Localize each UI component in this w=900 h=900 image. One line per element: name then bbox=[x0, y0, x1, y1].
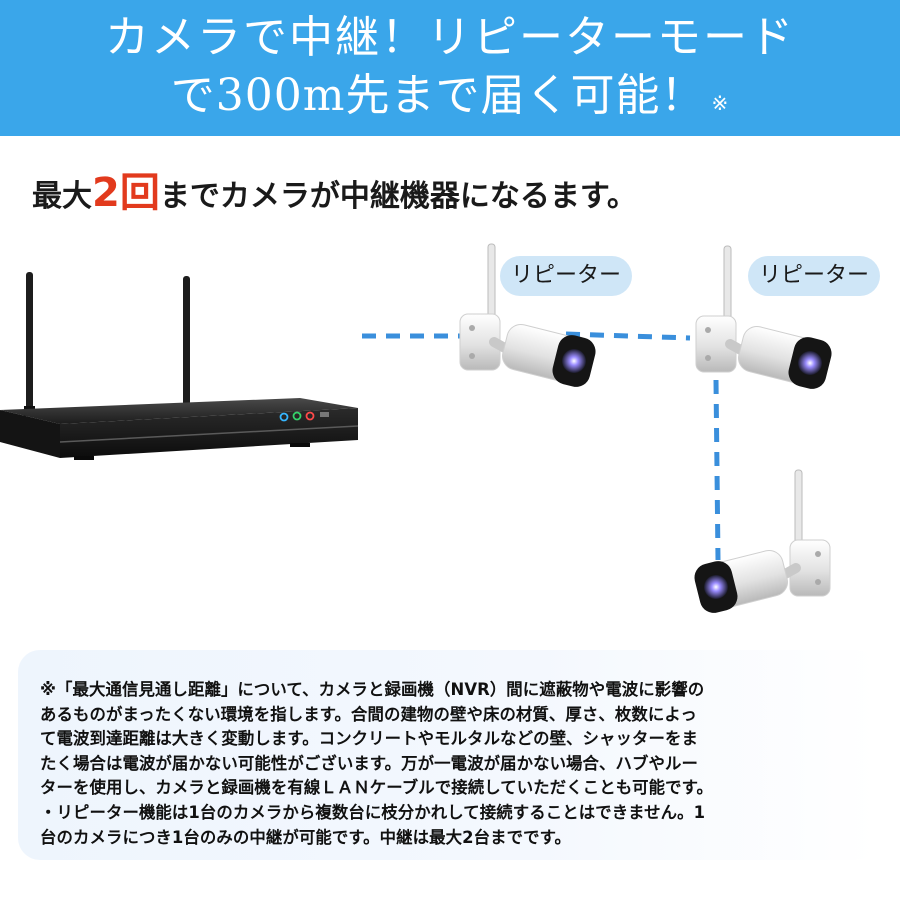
footnote-line: 台のカメラにつき1台のみの中継が可能です。中継は最大2台までです。 bbox=[40, 827, 571, 847]
subtitle-emphasis: 2回 bbox=[92, 170, 160, 216]
wireless-links bbox=[362, 331, 721, 561]
subtitle: 最大2回までカメラが中継機器になるます。 bbox=[32, 160, 637, 218]
footnote-line: たく場合は電波が届かない可能性がございます。万が一電波が届かない場合、ハブやルー bbox=[40, 753, 698, 773]
subtitle-after: までカメラが中継機器になるます。 bbox=[159, 179, 637, 214]
footnote-line: ターを使用し、カメラと録画機を有線ＬＡＮケーブルで接続していただくことも可能です… bbox=[40, 778, 713, 798]
footnote-line: て電波到達距離は大きく変動します。コンクリートやモルタルなどの壁、シャッターをま bbox=[40, 729, 698, 749]
banner-title-line-2-text: で300m先まで届く可能！ bbox=[170, 70, 706, 121]
banner-title-line-2: で300m先まで届く可能！※ bbox=[0, 74, 900, 118]
banner-title-line-1: カメラで中継！リピーターモード bbox=[105, 12, 795, 63]
repeater-camera-2-icon bbox=[695, 245, 832, 389]
footnote-line: ※「最大通信見通し距離」について、カメラと録画機（NVR）間に遮蔽物や電波に影響… bbox=[40, 680, 705, 699]
footnote-line: あるものがまったくない環境を指します。合間の建物の壁や床の材質、厚さ、枚数によっ bbox=[40, 704, 697, 724]
repeater-label-1: リピーター bbox=[500, 256, 632, 296]
repeater-diagram: リピーター リピーター bbox=[0, 230, 900, 650]
subtitle-before: 最大 bbox=[32, 179, 92, 214]
end-camera-icon bbox=[694, 469, 831, 613]
repeater-camera-1-icon bbox=[459, 243, 596, 387]
diagram-graphics bbox=[0, 243, 832, 613]
header-banner: カメラで中継！リピーターモード で300m先まで届く可能！※ bbox=[0, 0, 900, 136]
link-repeater-1-to-repeater-2 bbox=[565, 331, 691, 341]
link-repeater-2-to-camera bbox=[713, 379, 721, 561]
footnote-panel: ※「最大通信見通し距離」について、カメラと録画機（NVR）間に遮蔽物や電波に影響… bbox=[18, 650, 878, 860]
footnote-line: ・リピーター機能は1台のカメラから複数台に枝分かれして接続することはできません。… bbox=[40, 802, 706, 822]
nvr-recorder-icon bbox=[0, 272, 359, 460]
banner-note-mark: ※ bbox=[711, 91, 730, 115]
repeater-label-2: リピーター bbox=[748, 256, 880, 296]
